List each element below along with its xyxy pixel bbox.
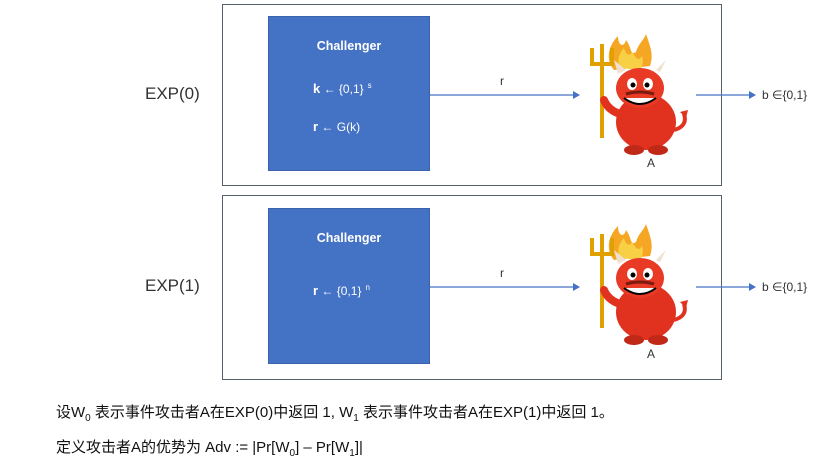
exp0-line-k-rhs: {0,1}: [338, 82, 364, 96]
caption-line-1: 设W0 表示事件攻击者A在EXP(0)中返回 1, W1 表示事件攻击者A在EX…: [56, 401, 614, 424]
exp1-line-r: r ← {0,1}n: [313, 283, 370, 298]
caption-1-prefix: 设W: [56, 404, 86, 421]
exp1-line-r-var: r: [313, 283, 319, 298]
caption-1-sub0: 0: [85, 413, 91, 424]
caption-2-sub0: 0: [289, 448, 296, 459]
caption-1-mid: 表示事件攻击者A在EXP(0)中返回 1, W: [90, 404, 354, 421]
exp0-output-label: b ∈{0,1}: [762, 88, 808, 102]
exp0-line-r-rhs: G(k): [336, 120, 361, 134]
devil-adversary-icon: [590, 34, 688, 155]
exp0-challenger-box: Challenger k ← {0,1}s r ← G(k): [268, 16, 430, 171]
exp0-message-label: r: [500, 74, 504, 88]
caption-1-suffix: 表示事件攻击者A在EXP(1)中返回 1。: [358, 404, 614, 421]
exp0-label: EXP(0): [145, 84, 200, 103]
exp1-message-label: r: [500, 266, 504, 280]
exp0-line-k-var: k: [313, 81, 321, 96]
exp0-line-r-var: r: [313, 119, 319, 134]
exp0-adversary-label: A: [647, 156, 656, 170]
exp0-line-r-arrow: ←: [321, 120, 334, 134]
exp0-challenger-title: Challenger: [316, 39, 382, 53]
exp1-challenger-box: Challenger r ← {0,1}n: [268, 208, 430, 364]
caption-2-sub1: 1: [349, 448, 355, 459]
exp1-line-r-arrow: ←: [321, 284, 334, 298]
exp0-message-arrow: [430, 91, 580, 99]
exp0-output-arrow: [696, 91, 756, 99]
exp0-line-k: k ← {0,1}s: [313, 81, 372, 96]
devil-adversary-icon: [590, 224, 688, 345]
exp0-line-k-arrow: ←: [323, 82, 336, 96]
caption-1-sub1: 1: [353, 413, 359, 424]
caption-line-2: 定义攻击者A的优势为 Adv := |Pr[W0] – Pr[W1]|: [56, 436, 363, 459]
caption-2-mid: ] – Pr[W: [295, 439, 350, 456]
exp1-output-arrow: [696, 283, 756, 291]
exp0-line-r: r ← G(k): [313, 119, 360, 134]
exp1-challenger-title: Challenger: [316, 231, 382, 245]
exp1-adversary-label: A: [647, 347, 656, 361]
exp1-message-arrow: [430, 283, 580, 291]
caption-2-prefix: 定义攻击者A的优势为 Adv := |Pr[W: [56, 439, 290, 456]
exp0-line-k-sup: s: [367, 81, 372, 90]
exp1-line-r-rhs: {0,1}: [336, 284, 362, 298]
caption-2-suffix: ]|: [354, 439, 363, 456]
exp1-output-label: b ∈{0,1}: [762, 280, 808, 294]
exp1-line-r-sup: n: [365, 283, 370, 292]
exp1-label: EXP(1): [145, 276, 200, 295]
